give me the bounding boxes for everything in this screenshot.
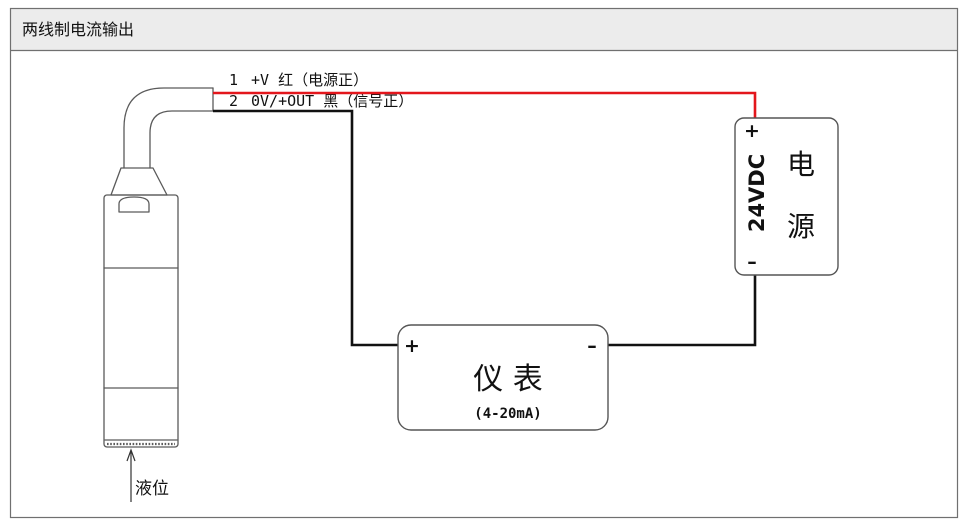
probe-vent-arch xyxy=(118,196,150,213)
black-wire-meter-to-supply xyxy=(608,275,757,347)
wire-1-label: +V 红（电源正） xyxy=(251,71,368,89)
level-arrow-head-icon xyxy=(126,448,136,462)
power-supply-minus-terminal: – xyxy=(747,251,757,273)
meter: + – 仪 表 (4-20mA) xyxy=(397,324,609,431)
wire-2-number: 2 xyxy=(229,92,238,110)
meter-minus-terminal: – xyxy=(587,335,597,357)
header: 两线制电流输出 xyxy=(10,8,958,51)
power-supply-name-2: 源 xyxy=(787,210,815,243)
meter-name: 仪 表 xyxy=(473,362,543,397)
power-supply: + 24VDC – 电 源 xyxy=(734,117,839,276)
power-supply-box xyxy=(734,117,839,276)
meter-box xyxy=(397,324,609,431)
meter-plus-terminal: + xyxy=(404,335,420,357)
frame-border xyxy=(9,7,959,519)
wire-labels: 1 +V 红（电源正） 2 0V/+OUT 黑（信号正） xyxy=(229,71,413,110)
sensor-probe xyxy=(103,87,214,448)
wire-2-label: 0V/+OUT 黑（信号正） xyxy=(251,92,413,110)
level-indicator xyxy=(126,448,136,502)
page-title: 两线制电流输出 xyxy=(22,20,134,39)
cable-gland xyxy=(110,167,168,196)
cable-outer-edge xyxy=(123,87,214,169)
power-supply-plus-terminal: + xyxy=(744,120,760,142)
cable-inner-edge xyxy=(149,110,214,169)
red-wire xyxy=(213,91,757,118)
black-wire-to-meter xyxy=(213,109,398,347)
frame xyxy=(9,7,959,519)
probe-body xyxy=(103,194,179,448)
power-supply-voltage: 24VDC xyxy=(745,154,769,232)
power-supply-name-1: 电 xyxy=(787,148,815,181)
level-label: 液位 xyxy=(135,479,169,499)
wire-1-number: 1 xyxy=(229,71,238,89)
meter-range: (4-20mA) xyxy=(474,406,541,422)
header-background xyxy=(10,8,958,51)
